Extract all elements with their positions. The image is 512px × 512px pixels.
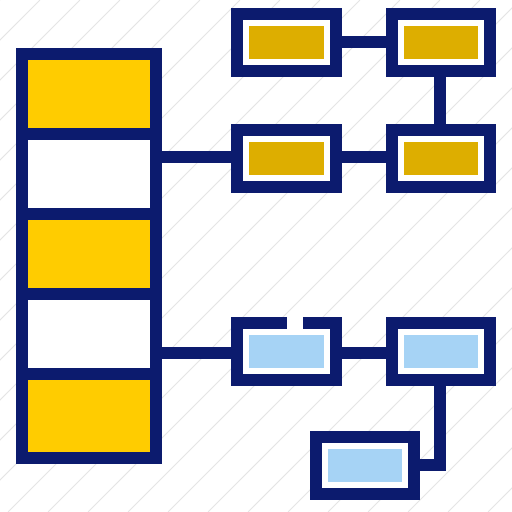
hatch-line [167,167,512,512]
upper-node-bottom-left [231,124,342,193]
lower-node-left [231,314,342,386]
node-frame-gap [287,314,303,331]
lower-node-child [310,431,420,500]
upper-node-top-right [386,8,496,77]
upper-node-group [231,8,496,193]
upper-node-bottom-right [386,124,496,193]
node-inner-bar [404,26,478,59]
hatch-line [407,407,512,512]
stack-segment-1 [16,48,162,140]
hatch-line [287,287,512,512]
hatch-line [207,207,512,512]
stack-column [16,48,162,464]
hatch-line [0,0,441,441]
connector-lines [160,36,446,471]
stack-segment-2 [16,128,162,220]
hatch-line [327,327,512,512]
node-inner-bar [249,335,324,368]
lower-node-group [231,314,496,500]
stack-segment-5 [16,368,162,464]
lower-node-right [386,317,496,386]
node-inner-bar [328,449,402,482]
stack-segment-4 [16,288,162,380]
hatch-line [247,247,512,512]
node-inner-bar [249,142,324,175]
hatch-line [127,127,512,512]
lower-elbow-connector [418,384,446,471]
hatch-line [87,87,512,512]
stack-segment-3 [16,208,162,300]
node-inner-bar [404,335,478,368]
node-inner-bar [249,26,324,59]
hatch-line [367,367,512,512]
node-inner-bar [404,142,478,175]
upper-node-top-left [231,8,342,77]
